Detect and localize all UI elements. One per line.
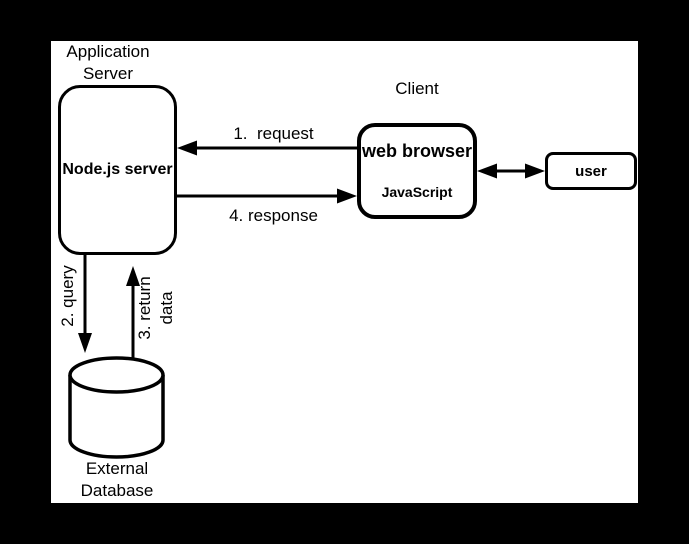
nodejs-server-box: Node.js server: [58, 85, 177, 255]
nodejs-server-label: Node.js server: [62, 161, 173, 178]
up-arrowhead-icon: [126, 266, 140, 286]
request-arrow: [177, 140, 357, 156]
application-server-title: Application Server: [66, 42, 150, 83]
response-arrow: [177, 188, 357, 204]
query-edge-label: 2. query: [58, 265, 77, 327]
browser-user-arrow: [477, 163, 545, 179]
user-box: user: [545, 152, 637, 190]
cylinder-body: [68, 375, 165, 459]
return-data-arrow: [126, 266, 140, 359]
diagram-connectors: [68, 140, 545, 459]
javascript-label: JavaScript: [381, 184, 453, 200]
right-arrowhead-icon: [525, 163, 545, 179]
user-label: user: [575, 162, 607, 180]
web-browser-box: [357, 123, 477, 219]
response-arrowhead-icon: [337, 188, 357, 204]
request-edge-label: 1. request: [233, 124, 314, 143]
left-arrowhead-icon: [477, 163, 497, 179]
response-edge-label: 4. response: [229, 206, 318, 225]
web-browser-label: web browser: [361, 141, 473, 161]
down-arrowhead-icon: [78, 333, 92, 353]
external-database-caption: External Database: [80, 459, 154, 500]
request-arrowhead-icon: [177, 140, 197, 156]
query-arrow: [78, 254, 92, 353]
database-cylinder-shape: [68, 356, 165, 459]
diagram-canvas: Application Server Client Node.js server…: [51, 41, 638, 503]
cylinder-top: [68, 356, 165, 394]
return-data-edge-label: 3. return data: [135, 276, 176, 340]
client-title: Client: [395, 79, 439, 98]
